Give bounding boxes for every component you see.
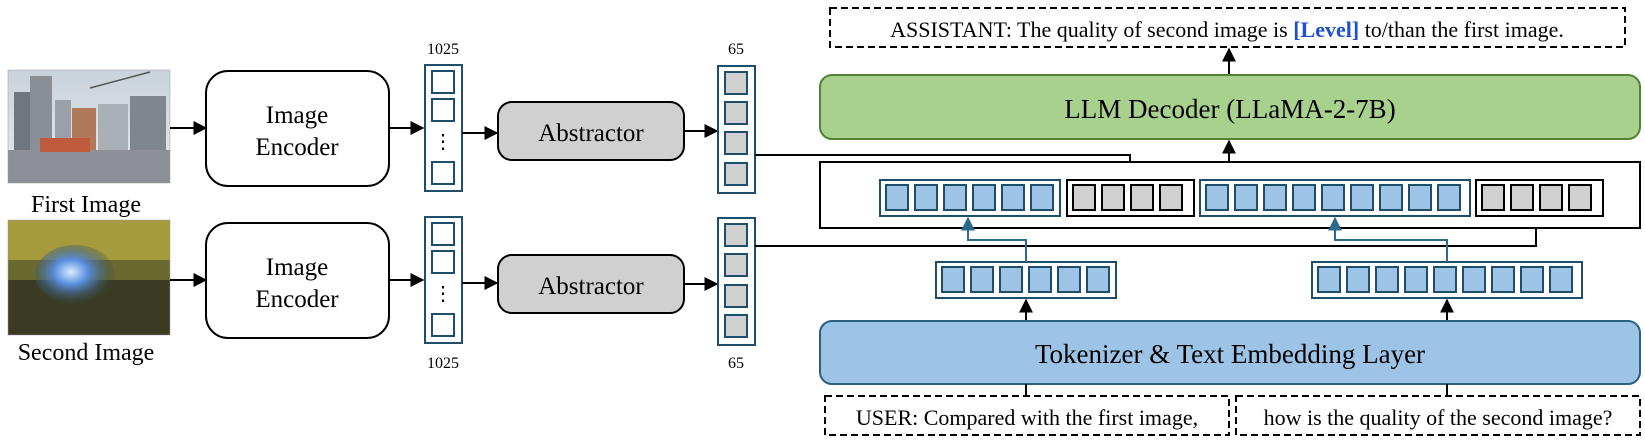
abstractor-bottom-label: Abstractor bbox=[538, 273, 644, 300]
assistant-output-text: ASSISTANT: The quality of second image i… bbox=[890, 17, 1564, 42]
text-token bbox=[1346, 266, 1370, 293]
image-token-group-1 bbox=[1066, 179, 1195, 217]
connector-embedding1-sequence bbox=[961, 216, 1027, 262]
text-token bbox=[1086, 266, 1110, 293]
user-input-part2-box bbox=[1235, 395, 1641, 436]
tokenizer-layer: Tokenizer & Text Embedding Layer bbox=[819, 320, 1641, 385]
image-token bbox=[1539, 184, 1563, 211]
text-token bbox=[1317, 266, 1341, 293]
image-token bbox=[1072, 184, 1096, 211]
first-image bbox=[7, 69, 171, 184]
token-cell bbox=[724, 131, 748, 155]
token-cell bbox=[431, 222, 455, 246]
token-cell bbox=[431, 98, 455, 122]
image-token bbox=[1510, 184, 1534, 211]
text-token bbox=[1404, 266, 1428, 293]
assistant-output-box bbox=[829, 7, 1626, 48]
encoder-top-token-column: ⋮ bbox=[424, 64, 463, 192]
encoder-bottom-label-line1: Image bbox=[266, 254, 328, 281]
text-token bbox=[943, 184, 967, 211]
user-input-part1-box bbox=[824, 395, 1230, 436]
text-token bbox=[1520, 266, 1544, 293]
token-cell bbox=[431, 70, 455, 94]
tokenizer-label: Tokenizer & Text Embedding Layer bbox=[1035, 339, 1425, 369]
image-token-group-2 bbox=[1475, 179, 1604, 217]
text-token bbox=[1462, 266, 1486, 293]
text-token bbox=[1057, 266, 1081, 293]
image-encoder-bottom: Image Encoder bbox=[205, 222, 390, 339]
text-token bbox=[970, 266, 994, 293]
token-cell bbox=[724, 101, 748, 125]
text-token-group-2 bbox=[1199, 179, 1471, 217]
abstractor-top-label: Abstractor bbox=[538, 120, 644, 147]
token-cell bbox=[724, 253, 748, 277]
connector-embedding2-sequence bbox=[1328, 216, 1448, 262]
text-token bbox=[1205, 184, 1229, 211]
user-embedding-group-2 bbox=[1311, 261, 1583, 299]
text-token bbox=[1350, 184, 1374, 211]
abstractor-top-token-column bbox=[717, 65, 756, 194]
image-token bbox=[1481, 184, 1505, 211]
vdots-top: ⋮ bbox=[433, 131, 453, 153]
llm-decoder-label: LLM Decoder (LLaMA-2-7B) bbox=[1064, 94, 1395, 124]
text-token bbox=[1263, 184, 1287, 211]
image-token bbox=[1101, 184, 1125, 211]
llm-decoder: LLM Decoder (LLaMA-2-7B) bbox=[819, 74, 1641, 140]
text-token bbox=[1001, 184, 1025, 211]
image-token bbox=[1159, 184, 1183, 211]
encoder-bottom-label-line2: Encoder bbox=[255, 286, 339, 313]
abstractor-top-token-count: 65 bbox=[728, 41, 744, 58]
token-cell bbox=[431, 313, 455, 337]
text-token bbox=[1292, 184, 1316, 211]
token-cell bbox=[724, 162, 748, 186]
text-token bbox=[1379, 184, 1403, 211]
token-cell bbox=[724, 314, 748, 338]
text-token bbox=[941, 266, 965, 293]
text-token bbox=[914, 184, 938, 211]
text-token bbox=[1437, 184, 1461, 211]
assistant-suffix: to/than the first image. bbox=[1359, 17, 1564, 42]
user-input-part2: how is the quality of the second image? bbox=[1264, 405, 1613, 430]
token-cell bbox=[431, 161, 455, 185]
text-token bbox=[1030, 184, 1054, 211]
text-token bbox=[1408, 184, 1432, 211]
image-encoder-top: Image Encoder bbox=[205, 70, 390, 187]
abstractor-top: Abstractor bbox=[497, 101, 685, 161]
text-token-group-1 bbox=[879, 179, 1061, 217]
encoder-top-label-line2: Encoder bbox=[255, 134, 339, 161]
token-cell bbox=[724, 223, 748, 247]
assistant-prefix: ASSISTANT: The quality of second image i… bbox=[890, 17, 1293, 42]
encoder-top-label-line1: Image bbox=[266, 102, 328, 129]
encoder-bottom-token-column: ⋮ bbox=[424, 216, 463, 344]
encoder-bottom-token-count: 1025 bbox=[427, 355, 459, 372]
abstractor-bottom-token-count: 65 bbox=[728, 355, 744, 372]
text-token bbox=[1433, 266, 1457, 293]
level-placeholder: [Level] bbox=[1293, 17, 1359, 42]
text-token bbox=[1549, 266, 1573, 293]
text-token bbox=[1375, 266, 1399, 293]
user-embedding-group-1 bbox=[935, 261, 1117, 299]
user-input-part1: USER: Compared with the first image, bbox=[856, 405, 1198, 430]
text-token bbox=[1321, 184, 1345, 211]
token-cell bbox=[431, 250, 455, 274]
second-image bbox=[7, 219, 171, 336]
token-cell bbox=[724, 71, 748, 95]
token-cell bbox=[724, 284, 748, 308]
first-image-caption: First Image bbox=[31, 192, 141, 218]
abstractor-bottom-token-column bbox=[717, 217, 756, 346]
encoder-top-token-count: 1025 bbox=[427, 41, 459, 58]
text-token bbox=[999, 266, 1023, 293]
text-token bbox=[1028, 266, 1052, 293]
vdots-bottom: ⋮ bbox=[433, 283, 453, 305]
text-token bbox=[885, 184, 909, 211]
text-token bbox=[972, 184, 996, 211]
text-token bbox=[1491, 266, 1515, 293]
second-image-caption: Second Image bbox=[18, 340, 155, 366]
image-token bbox=[1130, 184, 1154, 211]
image-token bbox=[1568, 184, 1592, 211]
text-token bbox=[1234, 184, 1258, 211]
abstractor-bottom: Abstractor bbox=[497, 254, 685, 314]
